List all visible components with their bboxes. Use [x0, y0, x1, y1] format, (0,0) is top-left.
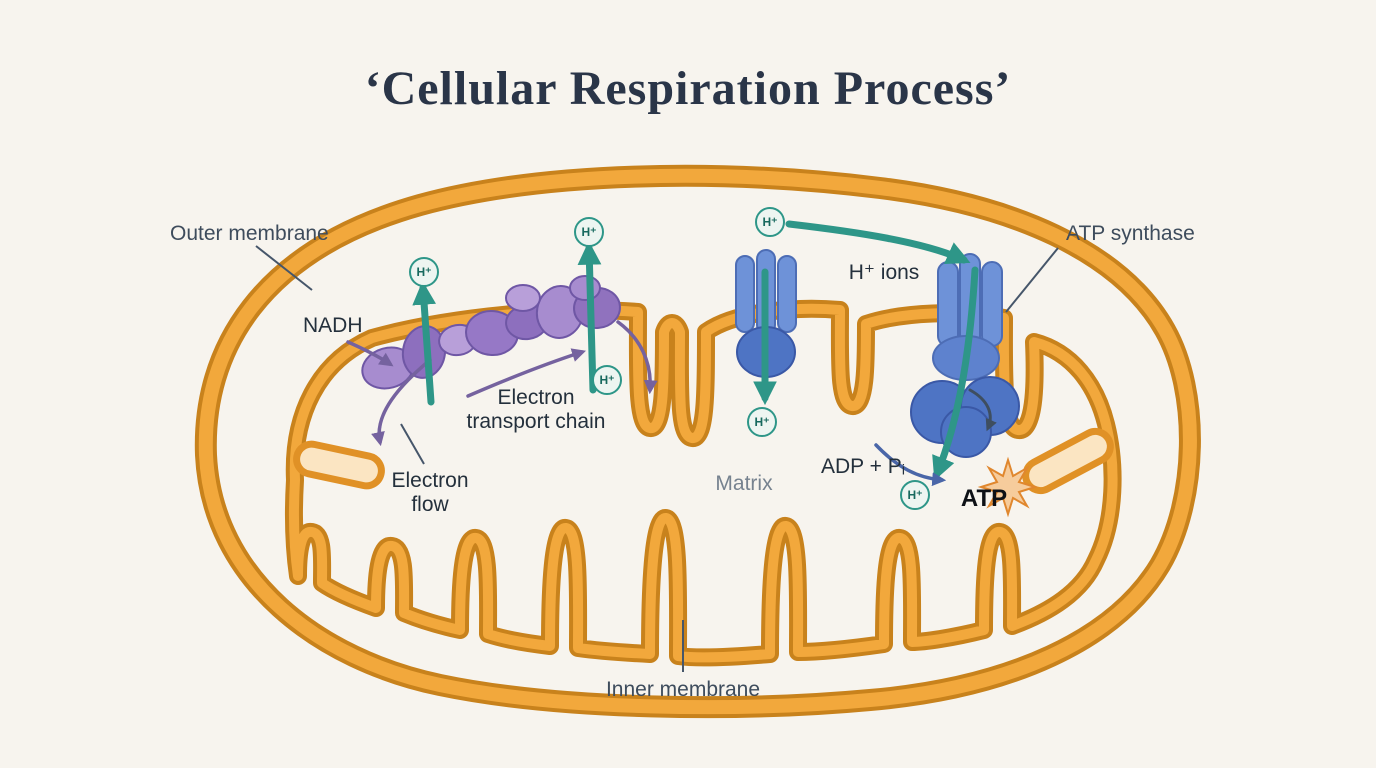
- inner-membrane-band-inner: [289, 303, 1118, 663]
- proton-channel-subunit: [735, 255, 755, 333]
- h-plus-label: H⁺: [908, 488, 923, 502]
- crista-fold-left: [293, 440, 385, 490]
- nadh-label: NADH: [303, 314, 363, 337]
- h-plus-marker: H⁺: [409, 257, 439, 287]
- etc-label-line2: transport chain: [467, 410, 606, 433]
- proton-arrow-gradient-swoosh: [785, 220, 971, 265]
- etc-protein: [505, 284, 541, 312]
- h-plus-marker: H⁺: [747, 407, 777, 437]
- outer-membrane-band-inner: [198, 168, 1197, 715]
- h-plus-circle: [409, 257, 439, 287]
- h-plus-label: H⁺: [600, 373, 615, 387]
- matrix-shape: [285, 299, 1122, 667]
- etc-protein: [569, 275, 601, 301]
- inner-membrane-label: Inner membrane: [606, 678, 760, 701]
- electron-flow-label-line1: Electron: [391, 469, 468, 492]
- h-plus-circle: [755, 207, 785, 237]
- electron-arrow-nadh-to-chain: [346, 340, 394, 367]
- h-plus-circle: [592, 365, 622, 395]
- atp-synthase-stalk-subunit: [937, 261, 959, 347]
- atp-synthase-stalk-subunit: [981, 261, 1003, 347]
- atp-synthase-leader-line: [1005, 247, 1059, 313]
- outer-membrane-label: Outer membrane: [170, 222, 329, 245]
- h-plus-label: H⁺: [582, 225, 597, 239]
- adp-pi-label: ADP + Pᵢ: [821, 455, 905, 478]
- proton-arrows: [412, 220, 979, 481]
- h-plus-label: H⁺: [417, 265, 432, 279]
- h-plus-marker: H⁺: [900, 480, 930, 510]
- electron-flow-leader-line: [400, 423, 425, 465]
- atp-synthase-label: ATP synthase: [1066, 222, 1195, 245]
- adp-to-atp-arrow: [874, 443, 947, 487]
- h-plus-label: H⁺: [763, 215, 778, 229]
- electron-arrow-flow-loop: [371, 358, 432, 447]
- proton-arrow-synthase-down: [932, 266, 979, 481]
- electron-flow-arrows: [346, 320, 658, 447]
- h-plus-circle: [747, 407, 777, 437]
- atp-burst-icon: [977, 456, 1039, 518]
- outer-membrane-leader-line: [255, 245, 313, 291]
- h-plus-circle: [900, 480, 930, 510]
- h-ions-label: H⁺ ions: [849, 261, 920, 284]
- page-title: ‘Cellular Respiration Process’: [365, 62, 1012, 115]
- etc-label-line1: Electron: [497, 386, 574, 409]
- proton-channel-subunit: [777, 255, 797, 333]
- proton-arrow-pump-1: [412, 280, 437, 406]
- synthase-rotation-arrow: [968, 388, 997, 432]
- crista-fold-right: [1022, 427, 1114, 495]
- h-plus-label: H⁺: [755, 415, 770, 429]
- atp-label: ATP: [961, 485, 1007, 512]
- h-plus-markers: H⁺ H⁺ H⁺ H⁺ H⁺ H⁺: [409, 207, 930, 510]
- h-plus-marker: H⁺: [592, 365, 622, 395]
- h-plus-circle: [574, 217, 604, 247]
- h-plus-marker: H⁺: [574, 217, 604, 247]
- electron-flow-label-line2: flow: [411, 493, 449, 516]
- outer-membrane-shape: [194, 164, 1201, 719]
- electron-arrow-along-chain: [466, 348, 586, 398]
- matrix-label: Matrix: [715, 472, 773, 495]
- h-plus-marker: H⁺: [755, 207, 785, 237]
- proton-arrow-pump-2: [577, 240, 602, 394]
- electron-arrow-chain-exit: [616, 320, 658, 395]
